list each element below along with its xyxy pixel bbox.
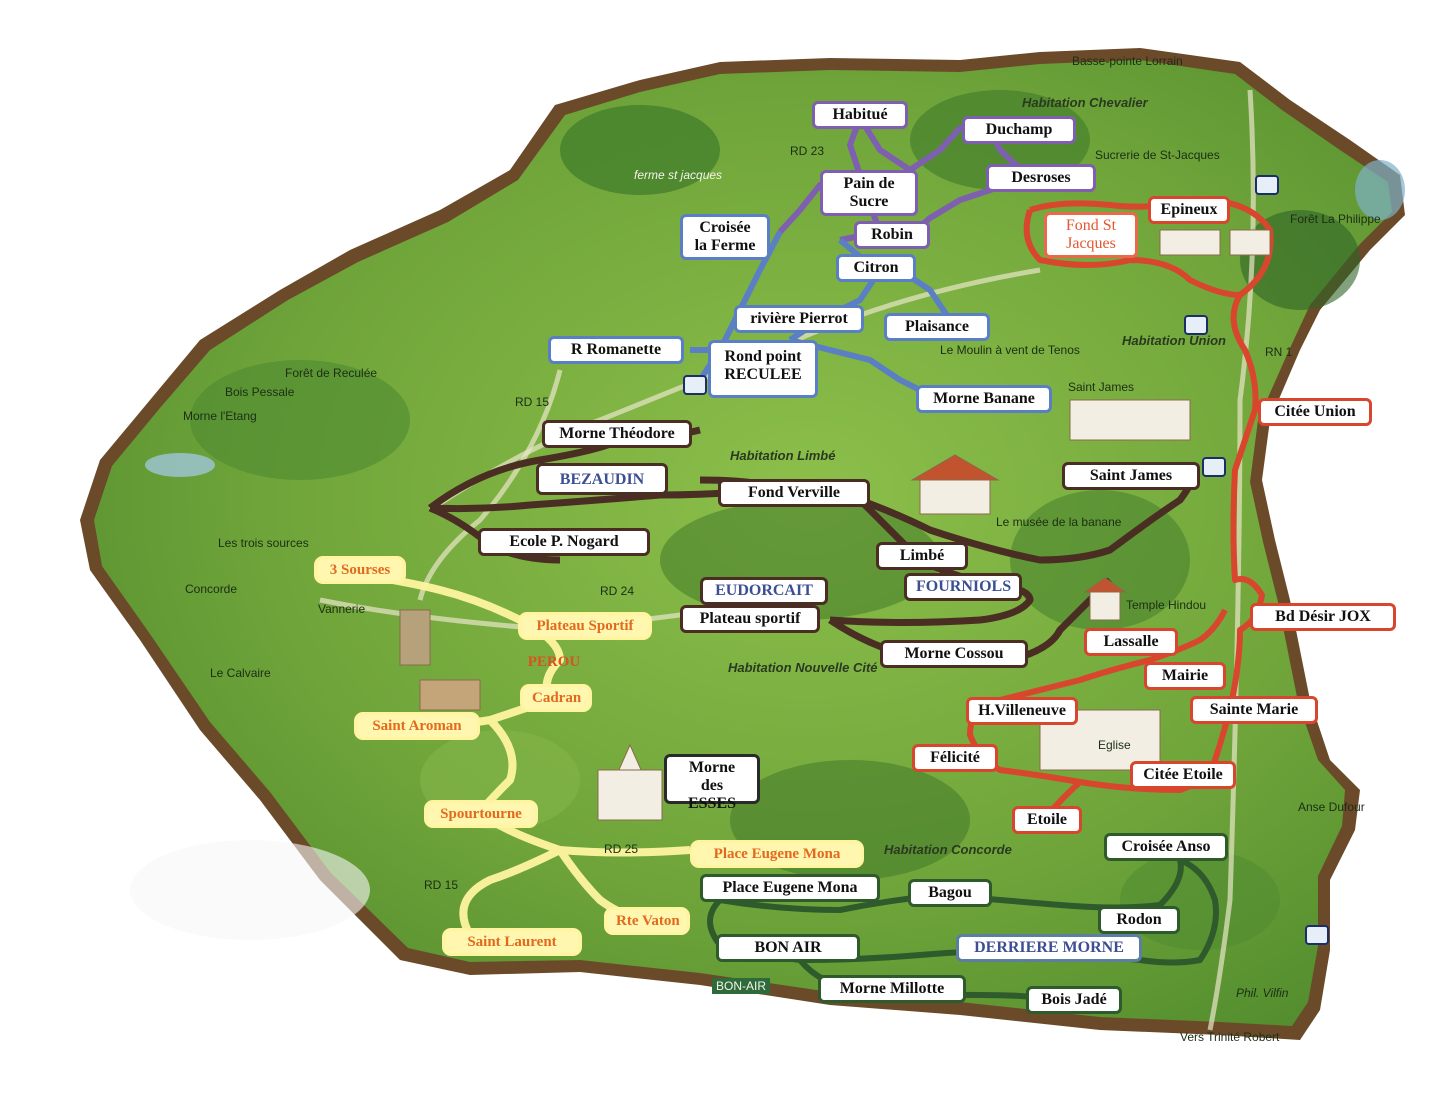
- label-duchamp: Duchamp: [962, 116, 1076, 144]
- map-text-basse-pointe: Basse-pointe Lorrain: [1072, 54, 1183, 68]
- map-text-anse-dufour: Anse Dufour: [1298, 800, 1365, 814]
- map-text-concorde: Concorde: [185, 582, 238, 596]
- label-citee-etoile: Citée Etoile: [1130, 761, 1236, 789]
- label-limbe: Limbé: [876, 542, 968, 570]
- map-text-foret-reculee: Forêt de Reculée: [285, 366, 378, 380]
- map-text-le-calvaire: Le Calvaire: [210, 666, 271, 680]
- map-text-temple-hindou: Temple Hindou: [1126, 598, 1207, 612]
- map-text-rd23: RD 23: [790, 144, 825, 158]
- map-text-foret-philippe: Forêt La Philippe: [1290, 212, 1381, 226]
- map-text-trois-sources: Les trois sources: [218, 536, 309, 550]
- label-fond-st-jacques: Fond St Jacques: [1044, 212, 1138, 258]
- label-bezaudin: BEZAUDIN: [536, 463, 668, 495]
- map-text-habitation-chevalier: Habitation Chevalier: [1022, 95, 1148, 110]
- map-text-sucrerie: Sucrerie de St-Jacques: [1095, 148, 1220, 162]
- label-3-sourses: 3 Sourses: [314, 556, 406, 584]
- label-etoile: Etoile: [1012, 806, 1082, 834]
- label-morne-theodore: Morne Théodore: [542, 420, 692, 448]
- label-derriere-morne: DERRIERE MORNE: [956, 934, 1142, 962]
- map-text-rd15-bottom: RD 15: [424, 878, 459, 892]
- map-text-rd24: RD 24: [600, 584, 635, 598]
- label-habitue: Habitué: [812, 101, 908, 129]
- sign-markers: [683, 175, 1329, 945]
- map-text-habitation-concorde: Habitation Concorde: [884, 842, 1012, 857]
- label-pain-de-sucre: Pain de Sucre: [820, 170, 918, 216]
- map-text-signature: Phil. Vilfin: [1236, 986, 1289, 1000]
- label-desroses: Desroses: [986, 164, 1096, 192]
- route-red: [967, 197, 1274, 820]
- label-cadran: Cadran: [520, 684, 592, 712]
- label-morne-cossou: Morne Cossou: [880, 640, 1028, 668]
- map-text-habitation-limbe: Habitation Limbé: [730, 448, 836, 463]
- map-text-rd15-top: RD 15: [515, 395, 550, 409]
- label-epineux: Epineux: [1148, 196, 1230, 224]
- label-fourniols: FOURNIOLS: [904, 573, 1022, 601]
- label-bois-jade: Bois Jadé: [1026, 986, 1122, 1014]
- label-felicite: Félicité: [912, 744, 998, 772]
- label-riviere-pierrot: rivière Pierrot: [734, 305, 864, 333]
- map-text-eglise: Eglise: [1098, 738, 1131, 752]
- label-saint-james: Saint James: [1062, 462, 1200, 490]
- label-spourtourne: Spourtourne: [424, 800, 538, 828]
- map-text-morne-etang: Morne l'Etang: [183, 409, 257, 423]
- label-plateau-sportif-dark: Plateau sportif: [680, 605, 820, 633]
- label-mairie: Mairie: [1144, 662, 1226, 690]
- label-ecole-nogard: Ecole P. Nogard: [478, 528, 650, 556]
- label-lassalle: Lassalle: [1084, 628, 1178, 656]
- label-citron: Citron: [836, 254, 916, 282]
- label-bon-air: BON AIR: [716, 934, 860, 962]
- label-perou: PEROU: [527, 654, 581, 670]
- map-text-ferme-st-jacques: ferme st jacques: [634, 168, 723, 182]
- label-saint-aroman: Saint Aroman: [354, 712, 480, 740]
- label-croisee-la-ferme: Croisée la Ferme: [680, 214, 770, 260]
- label-bd-desir-jox: Bd Désir JOX: [1250, 603, 1396, 631]
- label-saint-laurent: Saint Laurent: [442, 928, 582, 956]
- map-text-bon-air-sign: BON-AIR: [712, 978, 771, 994]
- label-place-eugene-mona-yellow: Place Eugene Mona: [690, 840, 864, 868]
- map-text-saint-james: Saint James: [1068, 380, 1135, 394]
- label-morne-des-esses: Morne des ESSES: [664, 754, 760, 812]
- label-fond-verville: Fond Verville: [718, 479, 870, 507]
- label-citee-union: Citée Union: [1258, 398, 1372, 426]
- label-plateau-sportif-yellow: Plateau Sportif: [518, 612, 652, 640]
- label-robin: Robin: [854, 221, 930, 249]
- label-rte-vaton: Rte Vaton: [604, 907, 690, 935]
- label-h-villeneuve: H.Villeneuve: [966, 697, 1078, 725]
- map-text-habitation-nouvelle-cite: Habitation Nouvelle Cité: [728, 660, 878, 675]
- label-morne-millotte: Morne Millotte: [818, 975, 966, 1003]
- map-text-vers-trinite: Vers Trinité Robert: [1180, 1030, 1280, 1044]
- map-text-rd25: RD 25: [604, 842, 639, 856]
- map-text-rn1-top: RN 1: [1265, 345, 1293, 359]
- label-sainte-marie: Sainte Marie: [1190, 696, 1318, 724]
- building-icons: [399, 229, 1271, 821]
- label-r-romanette: R Romanette: [548, 336, 684, 364]
- label-morne-banane: Morne Banane: [916, 385, 1052, 413]
- map-text-moulin: Le Moulin à vent de Tenos: [940, 343, 1080, 357]
- map-text-habitation-union: Habitation Union: [1122, 333, 1226, 348]
- map-text-bois-pessale: Bois Pessale: [225, 385, 295, 399]
- label-place-eugene-mona-green: Place Eugene Mona: [700, 874, 880, 902]
- label-croisee-anso: Croisée Anso: [1104, 833, 1228, 861]
- label-plaisance: Plaisance: [884, 313, 990, 341]
- label-bagou: Bagou: [908, 879, 992, 907]
- label-eudorcait: EUDORCAIT: [700, 577, 828, 605]
- label-rodon: Rodon: [1098, 906, 1180, 934]
- label-rond-point-reculee: Rond point RECULEE: [708, 340, 818, 398]
- map-text-vannerie: Vannerie: [318, 602, 366, 616]
- map-text-musee-banane: Le musée de la banane: [996, 515, 1122, 529]
